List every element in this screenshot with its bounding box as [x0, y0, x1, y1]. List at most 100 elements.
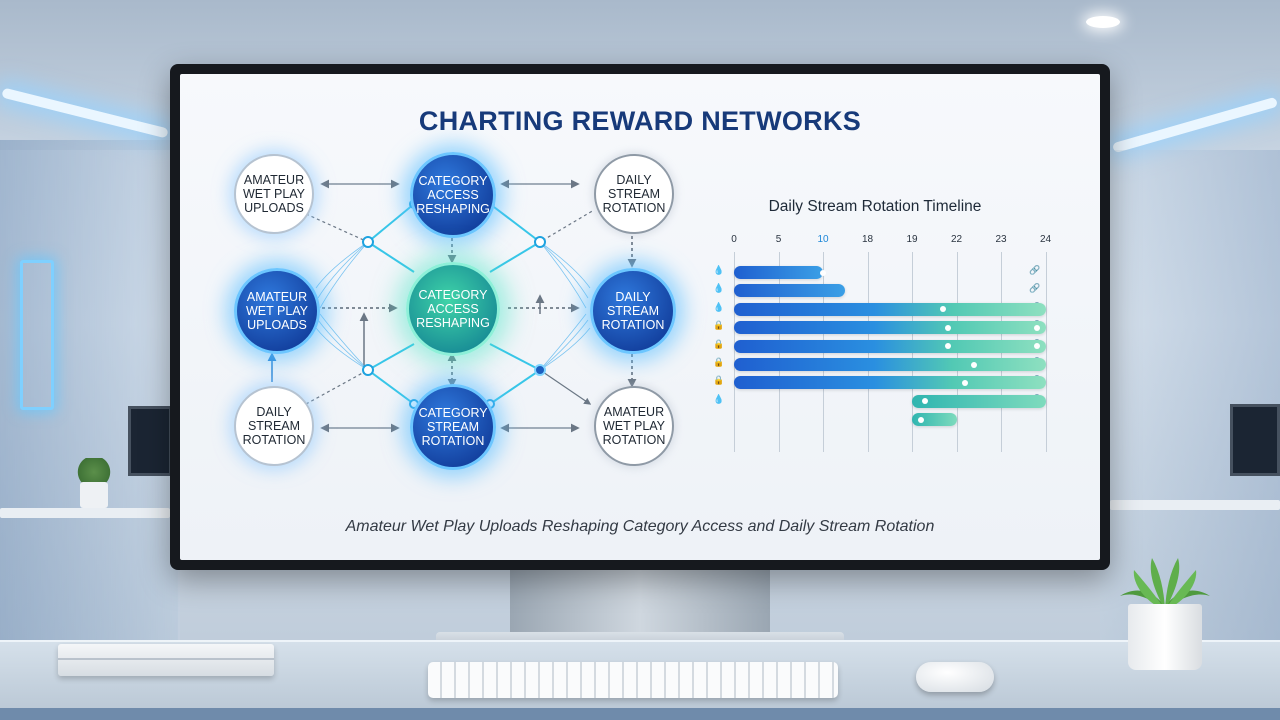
- droplet-icon: 💧: [713, 265, 725, 275]
- node-label: Category Access Reshaping: [416, 174, 490, 216]
- node-daily-stream-rotation-top[interactable]: Daily Stream Rotation: [594, 154, 674, 234]
- edge-diag-lower-left: [305, 369, 415, 405]
- node-category-access-reshaping-top[interactable]: Category Access Reshaping: [410, 152, 496, 238]
- monitor: CHARTING REWARD NETWORKS: [170, 64, 1110, 570]
- x-tick-label: 5: [775, 234, 782, 245]
- edge-glow-ll: [367, 343, 415, 371]
- hub-dot-ll: [362, 364, 374, 376]
- droplet-icon: 💧: [713, 283, 725, 294]
- node-label: Category Stream Rotation: [418, 406, 488, 448]
- timeline-bar: [912, 394, 1046, 408]
- node-daily-stream-rotation-mid[interactable]: Daily Stream Rotation: [590, 268, 676, 354]
- background-desk-right: [1110, 500, 1280, 510]
- link-icon: 🔗: [1029, 283, 1041, 294]
- lock-icon: 🔒: [713, 320, 725, 331]
- node-amateur-wet-play-uploads-mid[interactable]: Amateur Wet Play Uploads: [234, 268, 320, 354]
- succulent-plant-icon: [1120, 558, 1210, 610]
- fan-lines-right: [539, 241, 591, 371]
- background-monitor-left: [128, 406, 172, 476]
- plant-pot: [1128, 604, 1202, 670]
- bar-marker: [820, 269, 826, 276]
- edge-glow-ur: [489, 241, 541, 273]
- background-plant-pot: [80, 482, 108, 508]
- node-label: Amateur Wet Play Rotation: [602, 405, 666, 447]
- timeline-bar: [734, 321, 1046, 335]
- edge-glow-bottom-right: [489, 369, 541, 405]
- node-daily-stream-rotation-bottom[interactable]: Daily Stream Rotation: [234, 386, 314, 466]
- glass-wall-left: [0, 140, 180, 640]
- timeline-bar: [734, 284, 846, 298]
- slide-caption: Amateur Wet Play Uploads Reshaping Categ…: [345, 518, 935, 535]
- edge-glow-top-right: [489, 203, 541, 243]
- x-tick-label: 22: [950, 234, 963, 245]
- page-title: CHARTING REWARD NETWORKS: [418, 106, 862, 136]
- background-monitor-right: [1230, 404, 1280, 476]
- fan-lines-left: [315, 241, 369, 371]
- background-plant-icon: [76, 458, 112, 486]
- hub-dot-ur: [534, 236, 546, 248]
- chart-title: Daily Stream Rotation Timeline: [768, 198, 982, 215]
- timeline-bar: [734, 302, 1046, 316]
- reward-network-diagram: Amateur Wet Play Uploads Category Access…: [220, 152, 680, 504]
- x-tick-label: 0: [731, 234, 737, 245]
- bar-marker: [971, 361, 978, 368]
- bar-marker: [940, 306, 947, 313]
- x-tick-label: 18: [861, 234, 874, 245]
- ceiling-spotlight: [1086, 16, 1120, 28]
- droplet-icon: 💧: [713, 301, 725, 312]
- node-amateur-wet-play-rotation-bottom[interactable]: Amateur Wet Play Rotation: [594, 386, 674, 466]
- monitor-screen: CHARTING REWARD NETWORKS: [180, 74, 1100, 560]
- book-stack: [58, 644, 274, 676]
- node-label: Amateur Wet Play Uploads: [245, 290, 309, 332]
- edge-glow-top-left: [367, 203, 415, 243]
- x-tick-label: 19: [906, 234, 918, 245]
- hub-dot-lr: [534, 364, 546, 376]
- timeline-bar: [734, 339, 1046, 353]
- edge-glow-bottom-left: [367, 369, 415, 405]
- monitor-stand: [510, 570, 770, 636]
- lock-icon: 🔒: [713, 338, 725, 349]
- lock-icon: 🔒: [713, 375, 725, 386]
- bar-marker: [944, 324, 951, 331]
- timeline-bar: [734, 266, 826, 279]
- network-connectors: [267, 179, 637, 433]
- timeline-bar: [734, 376, 1046, 390]
- desk-edge: [0, 708, 1280, 720]
- keyboard[interactable]: [428, 662, 838, 698]
- node-label: Daily Stream Rotation: [242, 405, 306, 447]
- timeline-bar: [734, 358, 1046, 371]
- blue-light-panel: [20, 260, 54, 410]
- edge-glow-ul: [367, 241, 415, 273]
- glass-wall-right: [1100, 150, 1280, 640]
- gridline: [1045, 252, 1047, 452]
- droplet-icon: 💧: [713, 393, 725, 404]
- lock-icon: 🔒: [713, 357, 725, 367]
- node-amateur-wet-play-uploads-top[interactable]: Amateur Wet Play Uploads: [234, 154, 314, 234]
- bar-marker: [922, 398, 929, 405]
- bar-marker: [1033, 324, 1040, 331]
- edge-glow-lr: [489, 343, 541, 371]
- bar-marker: [944, 343, 951, 350]
- edge-diag-upper-left: [305, 203, 415, 243]
- timeline-bar: [912, 413, 957, 427]
- mouse[interactable]: [916, 662, 994, 692]
- node-label: Daily Stream Rotation: [601, 290, 665, 332]
- x-tick-label: 24: [1039, 234, 1052, 245]
- x-tick-label: 10: [817, 234, 829, 245]
- node-category-access-reshaping-center[interactable]: Category Access Reshaping: [406, 262, 500, 356]
- hub-dot-ul: [362, 236, 374, 248]
- gridline: [734, 252, 735, 452]
- node-label: Category Access Reshaping: [416, 288, 490, 330]
- x-tick-label: 23: [995, 234, 1007, 245]
- stream-rotation-timeline: Daily Stream Rotation Timeline 0 5 10 18 19 2…: [710, 192, 1070, 512]
- node-label: Daily Stream Rotation: [602, 173, 666, 215]
- background-desk-left: [0, 508, 170, 518]
- edge-diag-upper-right: [489, 203, 595, 243]
- link-icon: 🔗: [1029, 265, 1041, 275]
- node-category-stream-rotation-bottom[interactable]: Category Stream Rotation: [410, 384, 496, 470]
- bar-marker: [917, 416, 924, 423]
- node-label: Amateur Wet Play Uploads: [242, 173, 306, 215]
- bar-marker: [1033, 343, 1040, 350]
- bar-marker: [962, 379, 969, 386]
